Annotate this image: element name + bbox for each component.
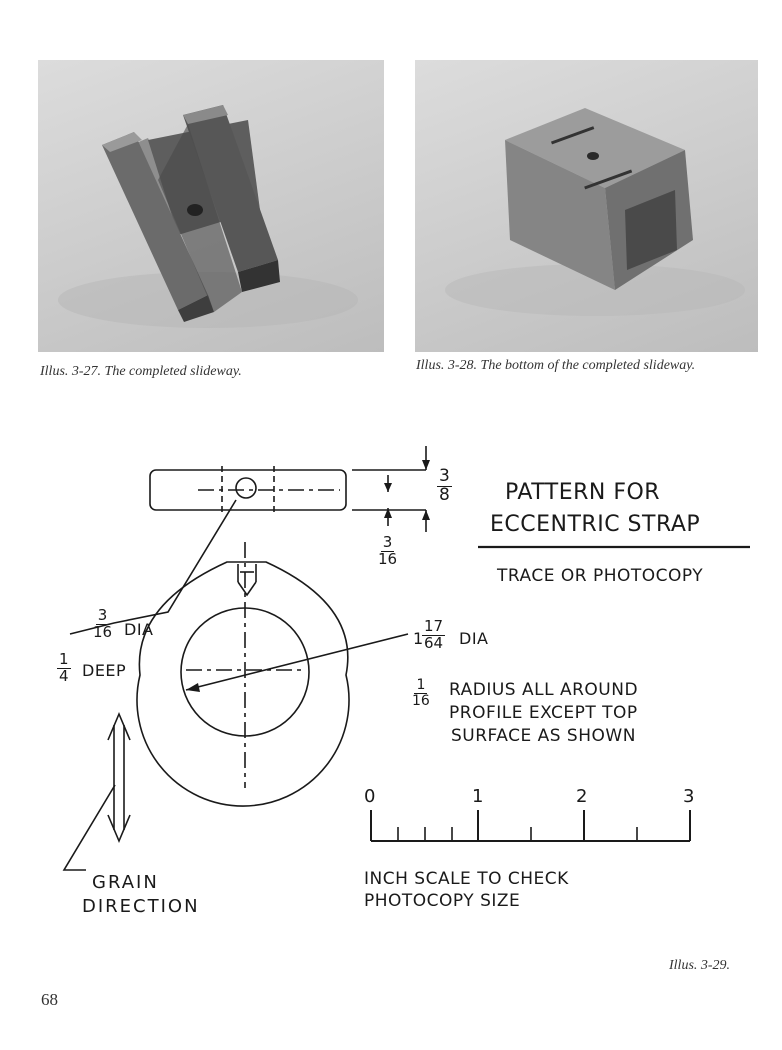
scale-label-0: 0 bbox=[364, 786, 376, 807]
strap-profile bbox=[136, 561, 350, 807]
scale-label-1: 1 bbox=[472, 786, 484, 807]
page-number: 68 bbox=[41, 990, 58, 1009]
radius-note-line1: RADIUS ALL AROUND bbox=[449, 680, 639, 700]
oil-hole-top bbox=[235, 477, 257, 499]
photo-right-caption: Illus. 3-28. The bottom of the completed… bbox=[416, 358, 696, 373]
grain-label-line2: DIRECTION bbox=[82, 896, 200, 917]
radius-note-line3: SURFACE AS SHOWN bbox=[451, 726, 636, 746]
hole-depth-label: DEEP bbox=[82, 661, 127, 680]
drawing-title-line2: ECCENTRIC STRAP bbox=[490, 512, 701, 537]
scale-label-3: 3 bbox=[683, 786, 695, 807]
photo-completed-slideway bbox=[38, 60, 384, 352]
photo-slideway-bottom bbox=[415, 60, 758, 352]
eccentric-strap-drawing bbox=[62, 446, 750, 871]
radius-note-line2: PROFILE EXCEPT TOP bbox=[449, 703, 638, 723]
scale-note-line2: PHOTOCOPY SIZE bbox=[364, 891, 521, 911]
grain-label-line1: GRAIN bbox=[92, 872, 159, 893]
drawing-title-line1: PATTERN FOR bbox=[505, 480, 661, 505]
hole-dia-label: DIA bbox=[124, 620, 154, 639]
strap-top-view bbox=[149, 469, 347, 511]
photo-left-caption: Illus. 3-27. The completed slideway. bbox=[40, 364, 242, 379]
bore-whole: 1 bbox=[413, 629, 424, 648]
bore-dia-label: DIA bbox=[459, 629, 489, 648]
scale-note-line1: INCH SCALE TO CHECK bbox=[364, 869, 569, 889]
drawing-caption: Illus. 3-29. bbox=[669, 958, 731, 973]
drawing-subtitle: TRACE OR PHOTOCOPY bbox=[497, 566, 704, 586]
scale-label-2: 2 bbox=[576, 786, 588, 807]
